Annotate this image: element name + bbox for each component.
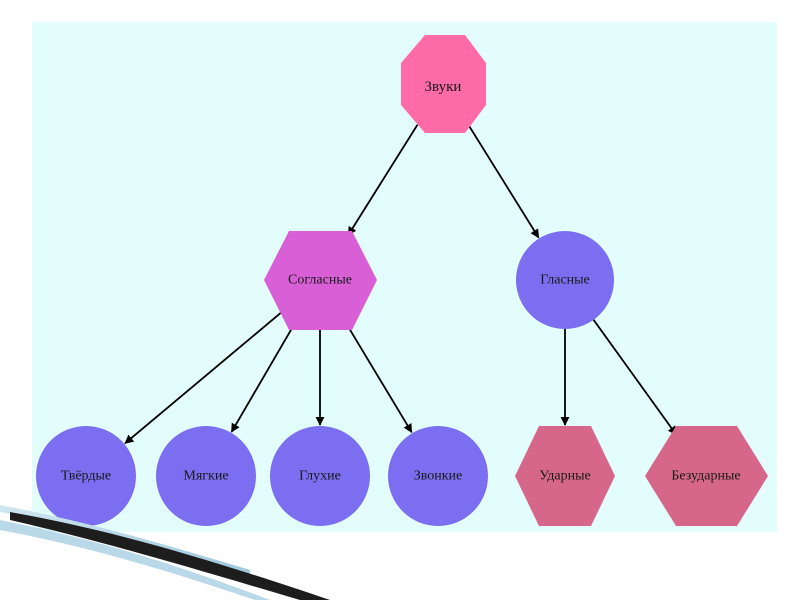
node-vowels: Гласные	[516, 231, 614, 329]
node-label-hard: Твёрдые	[61, 469, 111, 484]
node-label-root: Звуки	[425, 79, 462, 95]
node-soft: Мягкие	[156, 426, 256, 526]
node-label-voiceless: Глухие	[299, 469, 341, 484]
node-hard: Твёрдые	[36, 426, 136, 526]
node-label-vowels: Гласные	[540, 273, 590, 288]
node-root: Звуки	[401, 35, 486, 133]
node-label-stressed: Ударные	[539, 469, 590, 484]
node-label-consonants: Согласные	[288, 273, 352, 288]
node-label-unstressed: Безударные	[671, 469, 740, 484]
node-voiced: Звонкие	[388, 426, 488, 526]
node-label-voiced: Звонкие	[414, 469, 463, 484]
node-label-soft: Мягкие	[183, 469, 228, 484]
node-voiceless: Глухие	[270, 426, 370, 526]
